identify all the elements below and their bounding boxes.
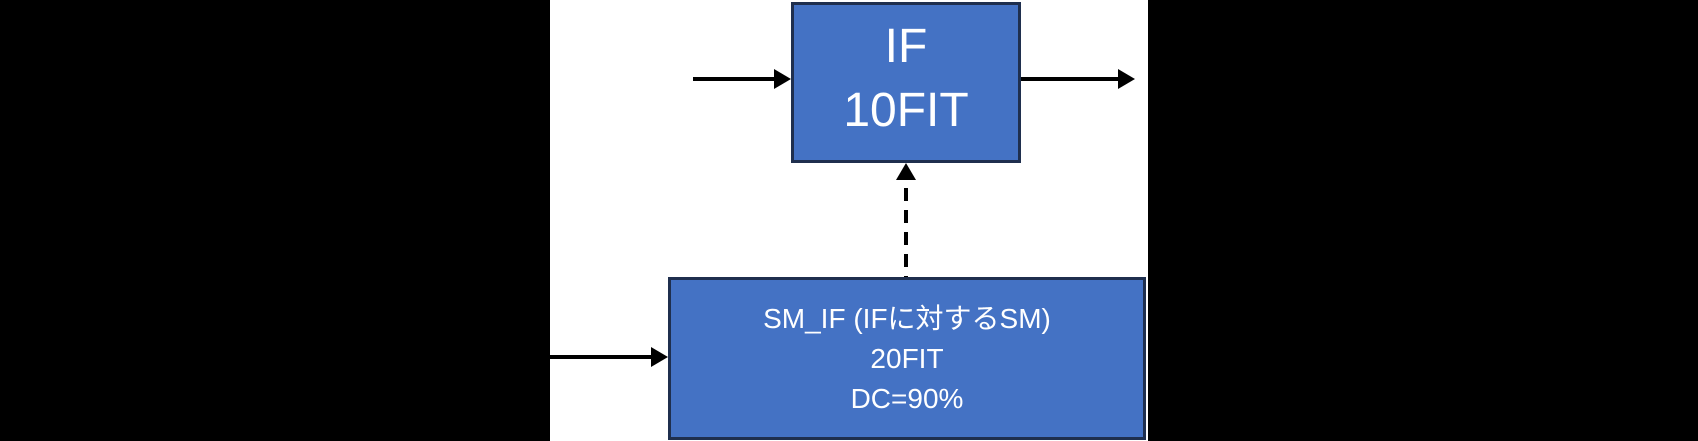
letterbox-right-bar <box>1148 0 1698 441</box>
node-if-title: IF <box>884 19 928 73</box>
arrow-shaft <box>693 77 776 81</box>
dashed-arrow-shaft <box>904 179 908 277</box>
node-if-fit-rate: 10FIT <box>843 83 969 137</box>
arrowhead-right-icon <box>1118 69 1135 89</box>
arrow-shaft <box>550 355 653 359</box>
node-sm-if-title: SM_IF (IFに対するSM) <box>763 302 1051 334</box>
node-if-block: IF 10FIT <box>791 2 1021 163</box>
node-sm-if-block: SM_IF (IFに対するSM) 20FIT DC=90% <box>668 277 1146 440</box>
node-sm-if-dc-value: DC=90% <box>850 382 964 414</box>
node-sm-if-fit-rate: 20FIT <box>870 342 944 374</box>
arrowhead-right-icon <box>651 347 668 367</box>
arrowhead-up-icon <box>896 163 916 180</box>
arrow-shaft <box>1021 77 1120 81</box>
arrowhead-right-icon <box>774 69 791 89</box>
letterbox-left-bar <box>0 0 550 441</box>
